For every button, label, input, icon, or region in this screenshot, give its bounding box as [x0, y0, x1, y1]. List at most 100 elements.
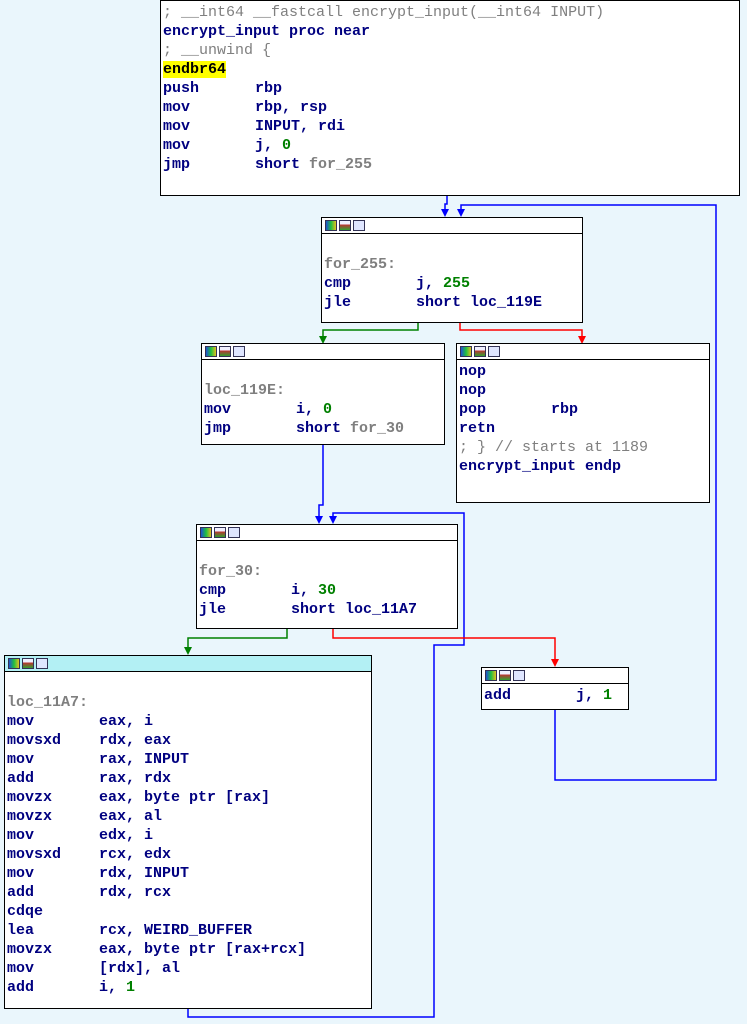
code-line: encrypt_input proc near	[163, 22, 739, 41]
operand: rax, INPUT	[99, 751, 190, 768]
chart-icon[interactable]	[339, 220, 351, 231]
graph-color-icon[interactable]	[485, 670, 497, 681]
proc-label: encrypt_input proc near	[163, 23, 371, 40]
block-entry-lines: ; __int64 __fastcall encrypt_input(__int…	[161, 1, 739, 174]
operand: eax, byte ptr [rax]	[99, 789, 271, 806]
code-line: ; __int64 __fastcall encrypt_input(__int…	[163, 3, 739, 22]
graph-color-icon[interactable]	[325, 220, 337, 231]
code-label-line: loc_119E:	[204, 381, 444, 400]
arrowhead	[315, 516, 323, 524]
code-label-line: loc_11A7:	[7, 693, 371, 712]
operand: rbp	[551, 401, 579, 418]
operand: rbp	[255, 80, 283, 97]
arrowhead	[551, 659, 559, 667]
arrowhead	[319, 336, 327, 344]
mnemonic: movzx	[7, 789, 53, 806]
operand: short loc_11A7	[291, 601, 418, 618]
jump-target[interactable]: for_255	[309, 156, 373, 173]
graph-color-icon[interactable]	[460, 346, 472, 357]
proc-label: encrypt_input endp	[459, 458, 622, 475]
arrowhead	[329, 516, 337, 524]
operand: rdx, rcx	[99, 884, 172, 901]
comment-text: ; __int64 __fastcall encrypt_input(__int…	[163, 4, 605, 21]
mnemonic: cmp	[324, 275, 352, 292]
code-line: add rdx, rcx	[7, 883, 371, 902]
mnemonic: pop	[459, 401, 487, 418]
blank-line	[199, 543, 457, 562]
immediate-value: 1	[603, 687, 613, 704]
mnemonic: push	[163, 80, 200, 97]
mnemonic: lea	[7, 922, 35, 939]
operand: short	[255, 156, 310, 173]
immediate-value: 1	[126, 979, 136, 996]
window-icon[interactable]	[36, 658, 48, 669]
chart-icon[interactable]	[499, 670, 511, 681]
operand: short loc_119E	[416, 294, 543, 311]
arrowhead	[578, 336, 586, 344]
operand: rdx, eax	[99, 732, 172, 749]
block-header-selected	[5, 656, 371, 672]
operand: i,	[296, 401, 324, 418]
code-label: for_255:	[324, 256, 397, 273]
mnemonic: mov	[7, 865, 35, 882]
chart-icon[interactable]	[214, 527, 226, 538]
window-icon[interactable]	[513, 670, 525, 681]
blank-line	[324, 236, 582, 255]
window-icon[interactable]	[233, 346, 245, 357]
graph-color-icon[interactable]	[200, 527, 212, 538]
chart-icon[interactable]	[474, 346, 486, 357]
graph-color-icon[interactable]	[205, 346, 217, 357]
window-icon[interactable]	[353, 220, 365, 231]
mnemonic: cmp	[199, 582, 227, 599]
mnemonic: movsxd	[7, 846, 62, 863]
mnemonic: add	[7, 884, 35, 901]
code-label: loc_119E:	[204, 382, 286, 399]
code-line: nop	[459, 381, 709, 400]
operand: i,	[99, 979, 127, 996]
jump-target[interactable]: for_30	[350, 420, 405, 437]
code-line: pop rbp	[459, 400, 709, 419]
block-entry[interactable]: ; __int64 __fastcall encrypt_input(__int…	[160, 0, 740, 196]
window-icon[interactable]	[228, 527, 240, 538]
graph-color-icon[interactable]	[8, 658, 20, 669]
code-line: ; } // starts at 1189	[459, 438, 709, 457]
block-header	[482, 668, 628, 684]
chart-icon[interactable]	[22, 658, 34, 669]
highlighted-instruction: endbr64	[163, 61, 227, 78]
mnemonic: movsxd	[7, 732, 62, 749]
window-icon[interactable]	[488, 346, 500, 357]
edge-for30-to-loc11a7	[187, 628, 288, 653]
mnemonic: mov	[7, 960, 35, 977]
operand: j,	[576, 687, 604, 704]
mnemonic: mov	[163, 99, 191, 116]
code-line: movsxd rdx, eax	[7, 731, 371, 750]
operand: short	[296, 420, 351, 437]
chart-icon[interactable]	[219, 346, 231, 357]
mnemonic: add	[7, 770, 35, 787]
operand: i,	[291, 582, 319, 599]
mnemonic: mov	[163, 137, 191, 154]
block-header	[202, 344, 444, 360]
